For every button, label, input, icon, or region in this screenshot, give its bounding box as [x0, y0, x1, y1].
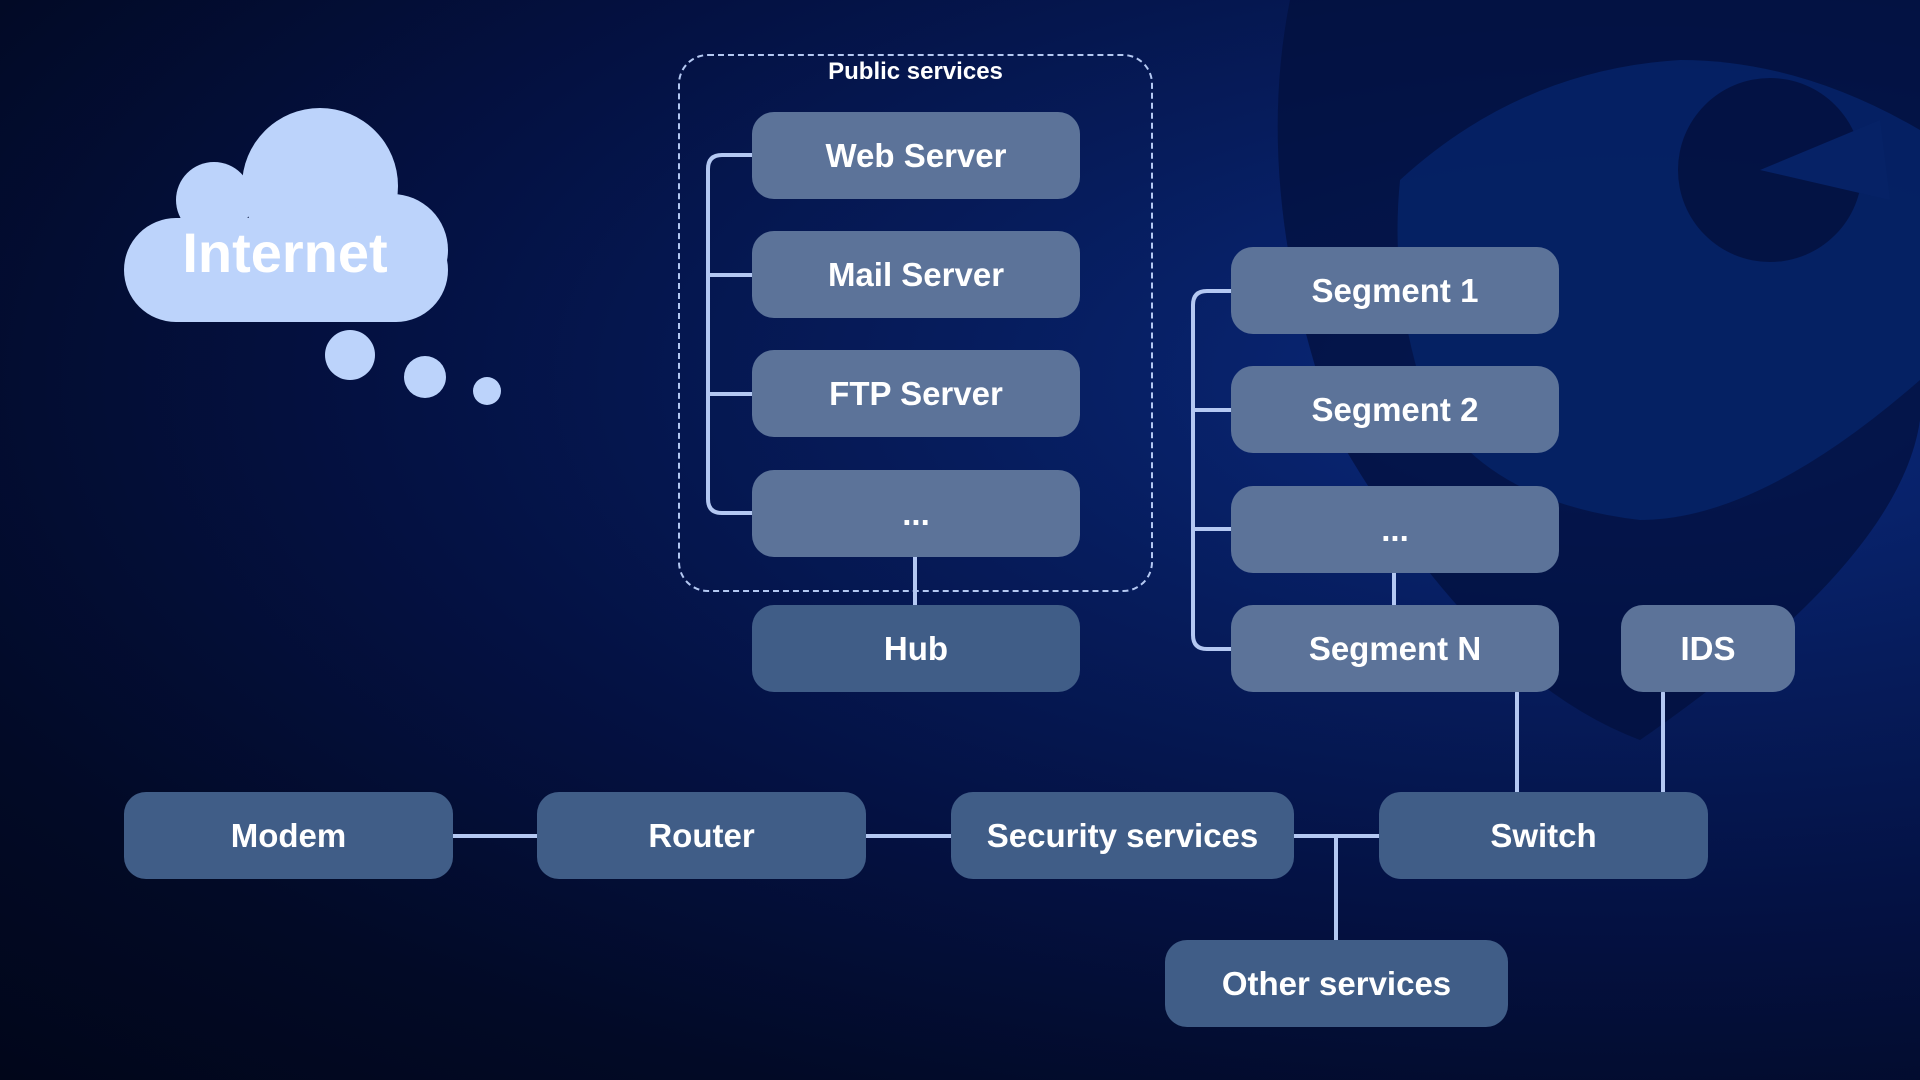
- switch-label: Switch: [1490, 816, 1597, 854]
- security-services-label: Security services: [986, 816, 1259, 854]
- ids-label: IDS: [1680, 629, 1736, 667]
- segment-2-label: Segment 2: [1311, 390, 1479, 428]
- router-label: Router: [648, 816, 755, 854]
- modem-label: Modem: [230, 816, 347, 854]
- ids-node: IDS: [1621, 605, 1795, 692]
- public-services-title: Public services: [828, 58, 1003, 85]
- hub-label: Hub: [883, 629, 949, 667]
- internet-label: Internet: [182, 221, 388, 284]
- switch-node: Switch: [1379, 792, 1708, 879]
- segment-n-node: Segment N: [1231, 605, 1559, 692]
- more-segments-label: ...: [1381, 510, 1409, 548]
- router-node: Router: [537, 792, 866, 879]
- segment-2-node: Segment 2: [1231, 366, 1559, 453]
- segment-1-label: Segment 1: [1311, 271, 1479, 309]
- more-servers-label: ...: [902, 494, 930, 532]
- segment-1-node: Segment 1: [1231, 247, 1559, 334]
- other-services-node: Other services: [1165, 940, 1508, 1027]
- more-servers-node: ...: [752, 470, 1080, 557]
- ftp-server-node: FTP Server: [752, 350, 1080, 437]
- web-server-node: Web Server: [752, 112, 1080, 199]
- hub-node: Hub: [752, 605, 1080, 692]
- ftp-server-label: FTP Server: [829, 374, 1003, 412]
- mail-server-node: Mail Server: [752, 231, 1080, 318]
- modem-node: Modem: [124, 792, 453, 879]
- segment-n-label: Segment N: [1308, 629, 1482, 667]
- web-server-label: Web Server: [825, 136, 1007, 174]
- other-services-label: Other services: [1221, 964, 1452, 1002]
- mail-server-label: Mail Server: [827, 255, 1005, 293]
- public-services-group: [678, 54, 1153, 592]
- security-services-node: Security services: [951, 792, 1294, 879]
- more-segments-node: ...: [1231, 486, 1559, 573]
